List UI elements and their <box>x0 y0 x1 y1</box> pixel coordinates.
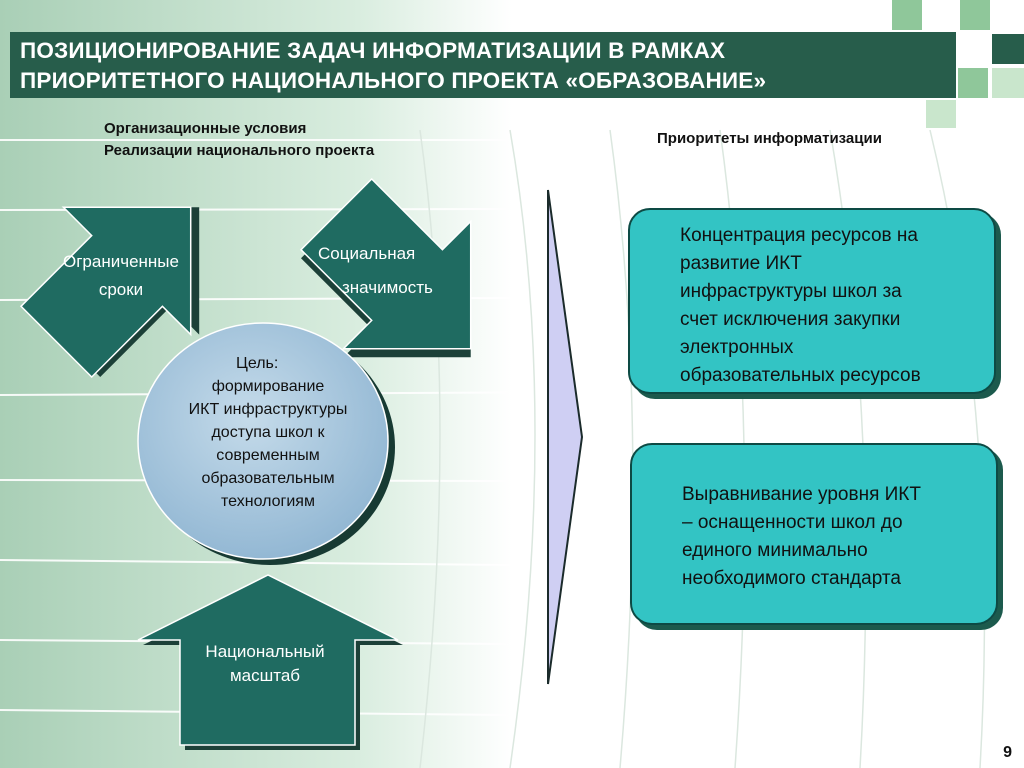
goal-line-4: доступа школ к <box>211 424 325 441</box>
goal-circle-text: Цель: формирование ИКТ инфраструктуры до… <box>168 352 368 513</box>
page-number: 9 <box>1003 744 1012 761</box>
arrow-limited-line-1: Ограниченные <box>63 252 179 271</box>
arrow-national-label: Национальный масштаб <box>170 640 360 688</box>
chevron-divider <box>547 189 584 685</box>
priority-box-2: Выравнивание уровня ИКТ – оснащенности ш… <box>630 443 998 625</box>
priority-1-line-3: инфраструктуры школ за <box>680 281 902 302</box>
slide-title-line-1: ПОЗИЦИОНИРОВАНИЕ ЗАДАЧ ИНФОРМАТИЗАЦИИ В … <box>20 38 726 63</box>
priority-2-line-3: единого минимально <box>682 540 868 561</box>
goal-line-1: Цель: <box>236 355 279 372</box>
arrow-limited-time-label: Ограниченные сроки <box>28 250 214 302</box>
arrow-social-line-1: Социальная <box>318 244 416 263</box>
priority-1-line-6: образовательных ресурсов <box>680 365 921 386</box>
goal-circle <box>137 322 395 565</box>
priority-box-1: Концентрация ресурсов на развитие ИКТ ин… <box>628 208 996 394</box>
slide-title-line-2: ПРИОРИТЕТНОГО НАЦИОНАЛЬНОГО ПРОЕКТА «ОБР… <box>20 68 767 93</box>
arrow-social-line-2: значимость <box>342 278 433 297</box>
goal-line-6: образовательным <box>201 470 335 487</box>
priority-2-line-4: необходимого стандарта <box>682 568 901 589</box>
arrow-national-line-2: масштаб <box>229 666 301 685</box>
priority-2-line-2: – оснащенности школ до <box>682 512 903 533</box>
priority-2-line-1: Выравнивание уровня ИКТ <box>682 484 921 505</box>
goal-line-3: ИКТ инфраструктуры <box>188 401 348 418</box>
slide-title: ПОЗИЦИОНИРОВАНИЕ ЗАДАЧ ИНФОРМАТИЗАЦИИ В … <box>10 32 956 98</box>
priority-1-line-4: счет исключения закупки <box>680 309 901 330</box>
left-section-heading: Организационные условия Реализации нацио… <box>104 118 374 162</box>
arrow-social-label: Социальная значимость <box>300 242 460 300</box>
arrow-national-scale <box>137 574 403 750</box>
right-section-heading: Приоритеты информатизации <box>657 130 882 147</box>
arrow-limited-line-2: сроки <box>98 280 144 299</box>
arrow-social-significance <box>299 177 472 358</box>
arrow-limited-time <box>19 206 200 379</box>
left-heading-line-1: Организационные условия <box>104 120 307 137</box>
priority-1-line-1: Концентрация ресурсов на <box>680 225 918 246</box>
goal-line-2: формирование <box>211 378 325 395</box>
priority-1-line-2: развитие ИКТ <box>680 253 802 274</box>
goal-line-5: современным <box>216 447 320 464</box>
priority-1-line-5: электронных <box>680 337 794 358</box>
arrow-national-line-1: Национальный <box>205 642 325 661</box>
left-heading-line-2: Реализации национального проекта <box>104 142 375 159</box>
goal-line-7: технологиям <box>221 493 315 510</box>
